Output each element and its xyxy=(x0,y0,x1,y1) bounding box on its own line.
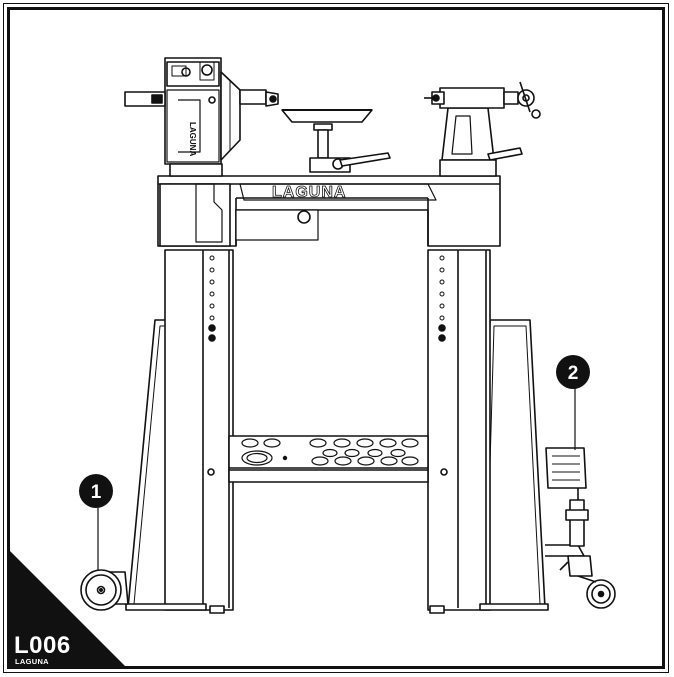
corner-brand: LAGUNA xyxy=(15,657,49,666)
callout-number-2: 2 xyxy=(568,363,579,384)
wheel-caster-right xyxy=(545,447,616,609)
headstock-brand: LAGUNA xyxy=(188,122,197,156)
bed-brand-plate: LAGUNA xyxy=(272,184,346,201)
left-leg xyxy=(125,249,234,614)
lathe-bed: LAGUNA xyxy=(157,175,501,247)
headstock: LAGUNA xyxy=(124,57,279,177)
callout-number-1: 1 xyxy=(91,482,102,503)
inner-border xyxy=(7,7,665,669)
tool-shelf xyxy=(228,435,429,483)
callout-badge-1: 1 xyxy=(79,474,113,508)
wheel-left xyxy=(80,569,129,611)
tool-rest xyxy=(281,109,391,173)
tailstock xyxy=(424,81,541,177)
outer-border xyxy=(3,3,669,673)
corner-code: L006 xyxy=(14,632,71,659)
corner-triangle xyxy=(7,548,128,669)
callout-badge-2: 2 xyxy=(556,355,590,389)
right-leg xyxy=(427,249,549,614)
